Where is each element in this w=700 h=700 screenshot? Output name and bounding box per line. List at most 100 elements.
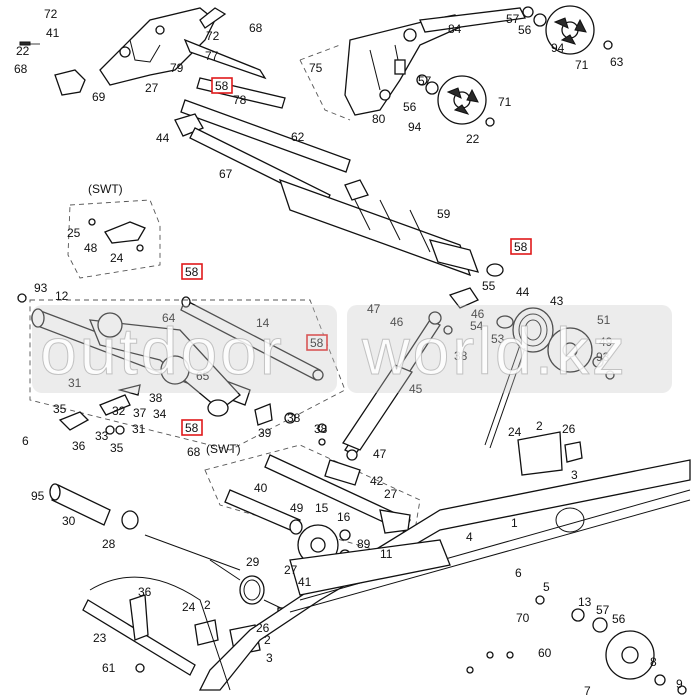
spring-assembly [443,287,554,449]
callout-29: 29 [246,555,260,569]
lower-arm-assembly [204,423,421,561]
highlighted-callout-58: 58 [310,336,324,350]
highlighted-callout-58: 58 [185,421,199,435]
callout-42: 42 [370,474,384,488]
callout-11: 11 [380,547,393,561]
callout-15: 15 [315,501,329,515]
callout-43: 43 [550,294,564,308]
callout-63: 63 [610,55,624,69]
callout-36: 36 [138,585,152,599]
callout-69: 69 [92,90,106,104]
highlight-box [181,419,203,436]
callout-68: 68 [249,21,263,35]
front-bracket-assembly [19,7,267,96]
callout-38: 38 [149,391,163,405]
callout-35: 35 [53,402,67,416]
callout-35: 35 [110,441,124,455]
callout-2: 2 [204,598,211,612]
rear-arm-assembly [17,293,346,451]
callout-3: 3 [266,651,273,665]
callout-38: 38 [287,411,301,425]
callout-8: 8 [650,655,657,669]
callout-79: 79 [170,61,184,75]
callout-30: 30 [62,514,76,528]
idler-wheel-top-right [522,5,613,55]
callout-34: 34 [153,407,167,421]
callout-93: 93 [596,350,610,364]
callout-38: 38 [454,349,468,363]
callout-51: 51 [597,313,611,327]
callout-57: 57 [596,603,610,617]
callout-38: 38 [314,422,328,436]
callout-57: 57 [418,74,432,88]
callout-49: 49 [290,501,304,515]
callout-39: 39 [258,426,272,440]
callout-22: 22 [466,132,480,146]
callout-44: 44 [156,131,170,145]
highlight-box [211,77,233,94]
callout-71: 71 [575,58,589,72]
swt-detail-box [67,199,161,279]
callout-6: 6 [22,434,29,448]
upper-shaft-assembly [174,77,504,277]
callout-60: 60 [538,646,552,660]
callout-72: 72 [44,7,58,21]
callout-6: 6 [515,566,522,580]
callout-46: 46 [471,307,485,321]
callout-84: 84 [448,22,462,36]
callout-32: 32 [112,404,126,418]
callout-2: 2 [536,419,543,433]
callout-14: 14 [256,316,270,330]
callout-27: 27 [284,563,298,577]
callout-41: 41 [46,26,60,40]
highlight-box [510,238,532,255]
sub-label-68: 68 [187,445,201,459]
callout-40: 40 [254,481,268,495]
callout-13: 13 [578,595,592,609]
callout-94: 94 [408,120,422,134]
callout-78: 78 [233,93,247,107]
callout-23: 23 [93,631,107,645]
callout-24: 24 [182,600,196,614]
callout-33: 33 [95,429,109,443]
callout-37: 37 [133,406,147,420]
callout-28: 28 [102,537,116,551]
left-hardware-cluster [58,384,296,435]
callout-31: 31 [132,422,146,436]
swt-inline-label: (SWT) [206,442,241,456]
callout-1: 1 [511,516,518,530]
shock-absorber [342,311,442,461]
callout-61: 61 [102,661,116,675]
callout-12: 12 [55,289,69,303]
callout-26: 26 [256,621,270,635]
callout-93: 93 [34,281,48,295]
callout-5: 5 [543,580,550,594]
callout-56: 56 [518,23,532,37]
callout-27: 27 [384,487,398,501]
callout-49: 49 [599,335,613,349]
callout-41: 41 [298,575,312,589]
callout-94: 94 [551,41,565,55]
callout-67: 67 [219,167,233,181]
callout-68: 68 [14,62,28,76]
wheel-51 [547,327,615,380]
callout-22: 22 [16,44,30,58]
highlight-box [181,263,203,280]
callout-9: 9 [676,677,683,691]
callout-47: 47 [367,302,381,316]
callout-55: 55 [482,279,496,293]
callout-25: 25 [67,226,81,240]
callout-80: 80 [372,112,386,126]
idler-wheel-middle-right [416,74,495,127]
callout-31: 31 [68,376,82,390]
callout-24: 24 [508,425,522,439]
callout-26: 26 [562,422,576,436]
callout-45: 45 [409,382,423,396]
callout-27: 27 [145,81,159,95]
slide-rail [89,431,691,691]
callout-95: 95 [31,489,45,503]
callout-46: 46 [390,315,404,329]
callout-44: 44 [516,285,530,299]
